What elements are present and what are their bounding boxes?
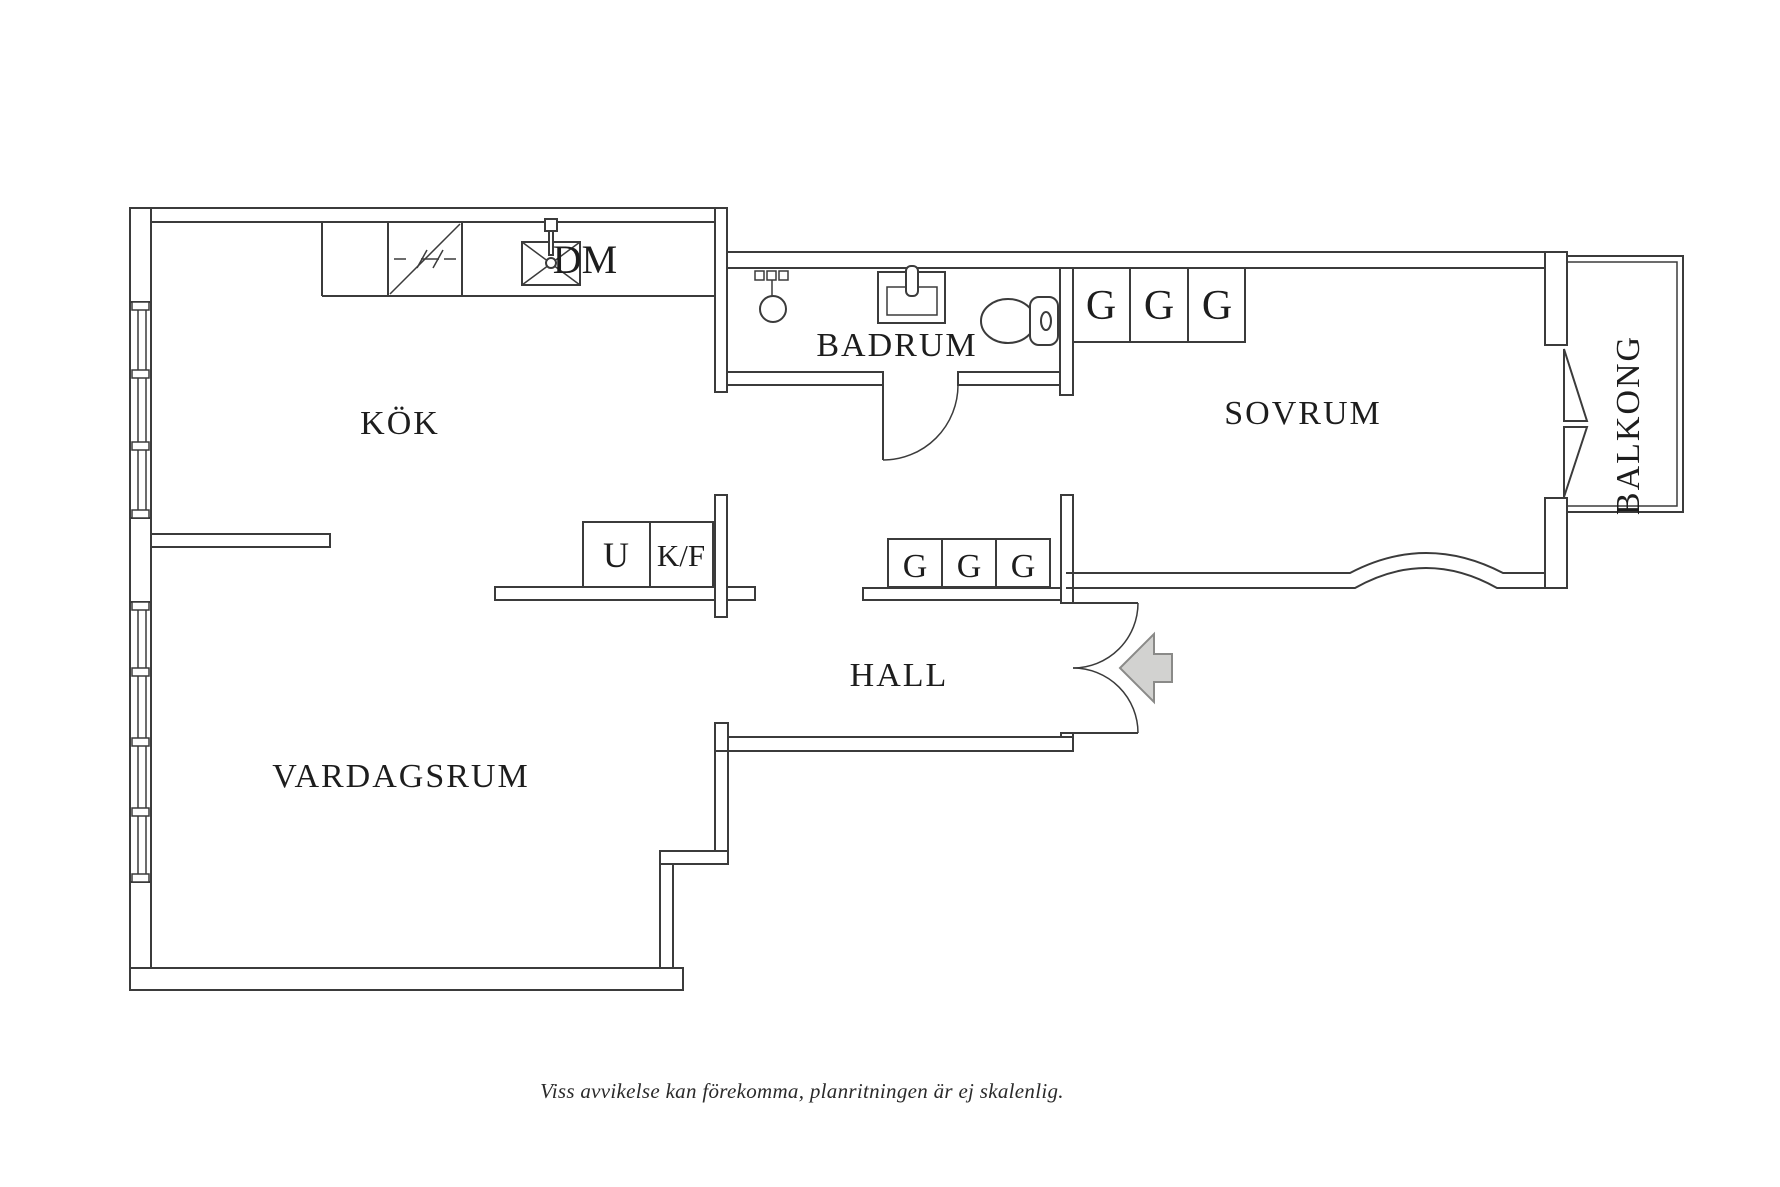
room-label-hall: HALL xyxy=(850,657,949,694)
badrum-door xyxy=(882,384,959,461)
kitchen-sink-icon xyxy=(521,218,581,286)
bathroom-fixtures xyxy=(754,265,1059,346)
wardrobe-label: G xyxy=(1202,283,1232,329)
wardrobe-label: G xyxy=(1011,548,1036,585)
wall-kok-top xyxy=(129,207,728,223)
wardrobe-label: G xyxy=(1144,283,1174,329)
wardrobe-label: G xyxy=(903,548,928,585)
wall-hall-floor xyxy=(727,736,1074,752)
kitchen-counter xyxy=(321,218,715,297)
fridge-freezer-label: K/F xyxy=(657,538,705,573)
wall-kok-vardagsrum xyxy=(150,533,331,548)
dishwasher-label: DM xyxy=(553,237,617,282)
wardrobe-label: G xyxy=(1086,283,1116,329)
oven-box xyxy=(582,521,651,588)
wardrobes: G G G G G G xyxy=(887,267,1246,588)
wardrobe-sovrum-1 xyxy=(1072,267,1131,343)
entry-door-arc xyxy=(1072,602,1139,669)
room-labels: KÖK BADRUM SOVRUM HALL VARDAGSRUM BALKON… xyxy=(272,237,1647,795)
wall-sovrum-bottom-top-line xyxy=(1066,552,1545,574)
wall-vardagsrum-right-upper xyxy=(714,750,729,852)
wall-left-segment-top xyxy=(129,207,152,303)
room-label-badrum: BADRUM xyxy=(816,327,977,364)
wall-vardagsrum-bottom xyxy=(129,967,684,991)
wardrobe-label: G xyxy=(957,548,982,585)
wall-badrum-bottom-left xyxy=(726,371,884,386)
wall-entry-upper xyxy=(1060,494,1074,604)
balcony-inner-edge xyxy=(1567,261,1678,507)
windows xyxy=(131,301,150,883)
balcony xyxy=(1563,255,1684,513)
window-kok xyxy=(131,301,150,519)
wardrobe-sovrum-3 xyxy=(1187,267,1246,343)
fridge-freezer-box xyxy=(649,521,714,588)
wall-vardagsrum-right-lower xyxy=(659,863,674,969)
wall-sovrum-right-upper xyxy=(1544,251,1568,346)
balcony-door-icon xyxy=(1563,348,1589,422)
balcony-door-icon xyxy=(1563,426,1589,498)
walls xyxy=(129,207,1568,991)
badrum-door-arc xyxy=(882,384,959,461)
wardrobe-hall-3 xyxy=(995,538,1051,588)
window-vardagsrum xyxy=(131,601,150,883)
appliance-boxes: U K/F xyxy=(582,521,714,588)
stove-icon xyxy=(389,223,461,295)
room-label-kok: KÖK xyxy=(360,405,440,442)
room-label-sovrum: SOVRUM xyxy=(1224,395,1381,432)
wall-hall-wardrobe xyxy=(862,587,1063,601)
room-label-balkong: BALKONG xyxy=(1610,335,1647,515)
entry-door xyxy=(1072,602,1139,734)
toilet-icon xyxy=(980,296,1059,346)
wall-center-stub xyxy=(714,494,728,618)
oven-label: U xyxy=(603,535,629,575)
wall-badrum-sovrum-top xyxy=(726,251,1546,269)
wardrobe-sovrum-2 xyxy=(1129,267,1189,343)
room-label-vardagsrum: VARDAGSRUM xyxy=(272,758,529,795)
shower-icon xyxy=(754,270,789,323)
wall-badrum-sovrum-divider xyxy=(1059,267,1074,396)
wall-hall-floor-cap xyxy=(714,722,729,752)
washbasin-icon xyxy=(877,265,946,324)
balcony-outer-edge xyxy=(1567,255,1684,513)
wall-sovrum-right-lower xyxy=(1544,497,1568,589)
wall-sovrum-bottom-bottom-line xyxy=(1066,567,1545,589)
wall-kok-badrum xyxy=(714,207,728,393)
footer-note: Viss avvikelse kan förekomma, planritnin… xyxy=(540,1079,1064,1103)
doors xyxy=(882,384,1173,734)
wall-vardagsrum-right-step xyxy=(659,850,729,865)
entry-door-arc xyxy=(1072,667,1139,734)
wall-badrum-bottom-right xyxy=(957,371,1063,386)
wall-left-segment-mid xyxy=(129,517,152,603)
entry-arrow-icon xyxy=(1118,631,1173,705)
